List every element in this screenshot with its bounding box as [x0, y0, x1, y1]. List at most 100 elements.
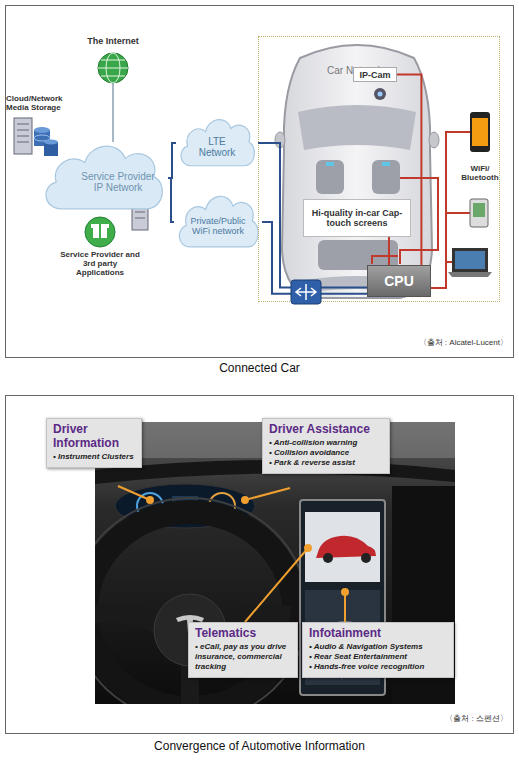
bullet-text: • Rear Seat Entertainment	[309, 652, 447, 662]
lte-cloud: LTE Network	[176, 112, 258, 174]
leader-line	[118, 486, 150, 500]
device-wire	[430, 132, 470, 288]
car-seat	[372, 160, 400, 194]
leader-dot	[147, 497, 153, 503]
tag-text: IP-Cam	[359, 70, 390, 80]
cloud-text: LTE Network	[192, 136, 242, 159]
callout-text: Infotainment • Audio & Navigation Systems…	[309, 626, 447, 672]
connector-line	[168, 178, 174, 222]
cpu-box: CPU	[367, 265, 431, 297]
instrument-cluster	[115, 484, 255, 528]
leader-line	[245, 548, 308, 622]
cloud-outline	[179, 196, 258, 247]
callout-title: Infotainment	[309, 626, 447, 640]
globe-wire	[112, 83, 114, 142]
globe-parallels	[98, 60, 128, 76]
laptop-base	[448, 272, 492, 277]
callout-text: Telematics• eCall, pay as you drive insu…	[195, 626, 291, 672]
panel-frame	[6, 396, 514, 734]
text-label: WiFi/ Bluetooth	[452, 164, 508, 182]
gauge	[137, 493, 163, 519]
devices	[448, 112, 492, 277]
server-slots	[17, 124, 29, 142]
bullet-text: • Anti-collision warning	[269, 438, 383, 448]
bullet-text: • eCall, pay as you drive insurance, com…	[195, 642, 291, 672]
car-body	[282, 45, 432, 298]
gauge	[209, 493, 235, 519]
ip-network-cloud: Service Provider IP Network	[38, 136, 168, 220]
bullet-text: • Hands-free voice recognition	[309, 662, 447, 672]
callout-title: Driver Information	[53, 422, 135, 450]
phone	[470, 112, 490, 152]
camera-lens	[378, 92, 383, 97]
server-cabinet	[14, 118, 32, 154]
leader-line	[344, 592, 346, 622]
router-symbol	[291, 280, 321, 304]
cluster-center	[172, 496, 198, 514]
gift-lid	[91, 224, 109, 228]
text-label: The Internet	[70, 36, 156, 46]
bullet-text: • Instrument Clusters	[53, 452, 135, 462]
router-arrows	[296, 284, 316, 300]
panel-frame	[6, 6, 514, 358]
red-car	[316, 536, 376, 558]
text-label: Service Provider and 3rd party Applicati…	[60, 250, 140, 278]
text-label: Cloud/Network Media Storage	[6, 94, 78, 112]
node-label: CPU	[384, 273, 414, 289]
text-label: 〈출처 : Alcatel-Lucent〉	[300, 338, 508, 347]
windshield	[95, 422, 455, 458]
car-mirror	[429, 132, 439, 148]
gift-box	[93, 228, 107, 238]
cloud-text: Private/Public WiFi network	[186, 216, 250, 237]
handheld-screen	[473, 203, 485, 217]
callout-leaders	[118, 486, 348, 622]
internet-globe	[98, 53, 128, 142]
gift-ribbon	[99, 224, 101, 238]
ip-cam-box: IP-Cam	[353, 67, 397, 82]
dashboard-photo	[95, 422, 455, 704]
leader-dot	[342, 589, 348, 595]
seat-light	[382, 162, 390, 166]
node-label: Private/Public WiFi network	[186, 216, 250, 237]
disk-stack	[44, 142, 58, 156]
screen-text: Hi-quality in-car Cap-touch screens	[308, 208, 406, 229]
node-label: Hi-quality in-car Cap-touch screens	[308, 208, 406, 229]
cloud-outline	[46, 146, 162, 209]
car-seat	[316, 160, 344, 194]
bullet-text: • Audio & Navigation Systems	[309, 642, 447, 652]
callout-title: Driver Assistance	[269, 422, 383, 436]
connector-line	[168, 143, 176, 178]
callout-text: Driver Assistance • Anti-collision warnin…	[269, 422, 383, 468]
disk-top	[44, 140, 58, 145]
globe-body	[98, 53, 128, 83]
disk-ring	[34, 135, 50, 141]
camera-body	[374, 88, 386, 100]
leader-dot	[305, 545, 311, 551]
seat-wire	[372, 256, 398, 264]
screens-box: Hi-quality in-car Cap-touch screens	[303, 199, 411, 237]
disk-stack	[34, 130, 50, 146]
bullet-text: • Collision avoidance	[269, 448, 383, 458]
device-wire	[446, 261, 452, 263]
callout-box: Driver Assistance • Anti-collision warnin…	[262, 418, 390, 474]
node-label: Service Provider IP Network	[76, 171, 160, 194]
cloud-text: Service Provider IP Network	[76, 171, 160, 194]
bullet-text: • Park & reverse assist	[269, 458, 383, 468]
car-mirror	[275, 132, 285, 148]
wifi-cloud: Private/Public WiFi network	[174, 188, 262, 256]
globe-meridian	[106, 53, 120, 83]
laptop-lid	[452, 248, 488, 272]
disk-top	[34, 127, 50, 133]
handheld	[470, 199, 488, 227]
screen-top	[305, 512, 380, 582]
leader-dot	[242, 497, 248, 503]
car-wheel	[361, 553, 371, 563]
laptop-screen	[455, 251, 485, 269]
wheel-highlight	[95, 498, 308, 704]
node-label: LTE Network	[192, 136, 242, 159]
photo-background	[95, 422, 455, 704]
callout-box: Driver Information • Instrument Clusters	[46, 418, 142, 468]
car-network-box: Car NetworkIP-CamHi-quality in-car Cap-t…	[258, 36, 500, 302]
storage-icon	[14, 118, 58, 156]
